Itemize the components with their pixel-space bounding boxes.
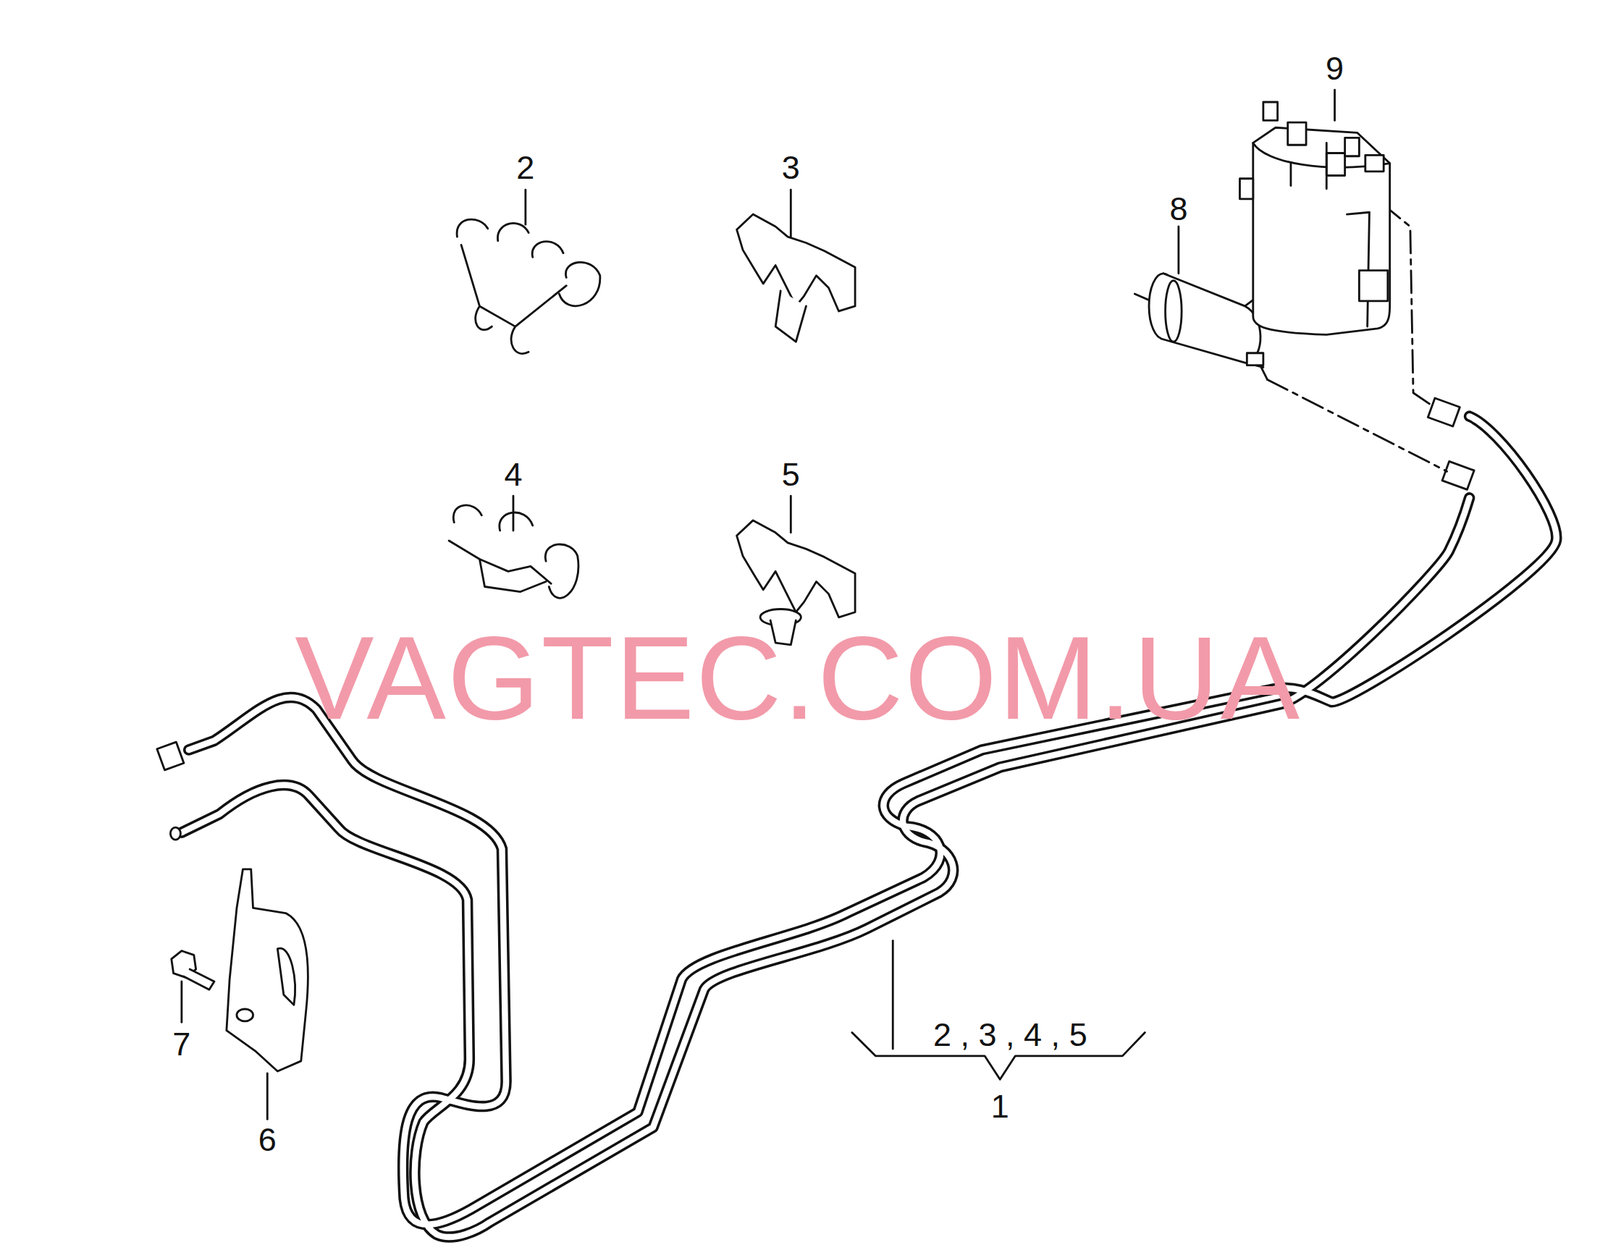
quick-connector: [157, 398, 1475, 840]
leader-line: [181, 89, 1336, 1120]
callout-number: 2: [516, 151, 535, 184]
callout-number: 4: [503, 458, 522, 491]
fuel-pipe: [181, 416, 1557, 1238]
callout-number: 7: [172, 1027, 191, 1060]
callout-number: 5: [781, 458, 800, 491]
mounting-bracket: [226, 869, 308, 1072]
charcoal-canister: [1239, 102, 1390, 335]
callout-group: 2 , 3 , 4 , 5: [933, 1018, 1088, 1052]
callout-number: 9: [1325, 52, 1344, 85]
callout-number: 6: [258, 1123, 277, 1157]
watermark: VAGTEC.COM.UA: [294, 619, 1301, 738]
fuel-filter: [1134, 273, 1267, 381]
bolt: [171, 951, 215, 991]
callout-number: 3: [781, 151, 800, 184]
callout-number: 8: [1169, 191, 1188, 225]
pipe-clip: [456, 219, 601, 355]
callout-number: 1: [991, 1089, 1010, 1123]
pipe-clip: [737, 214, 856, 342]
